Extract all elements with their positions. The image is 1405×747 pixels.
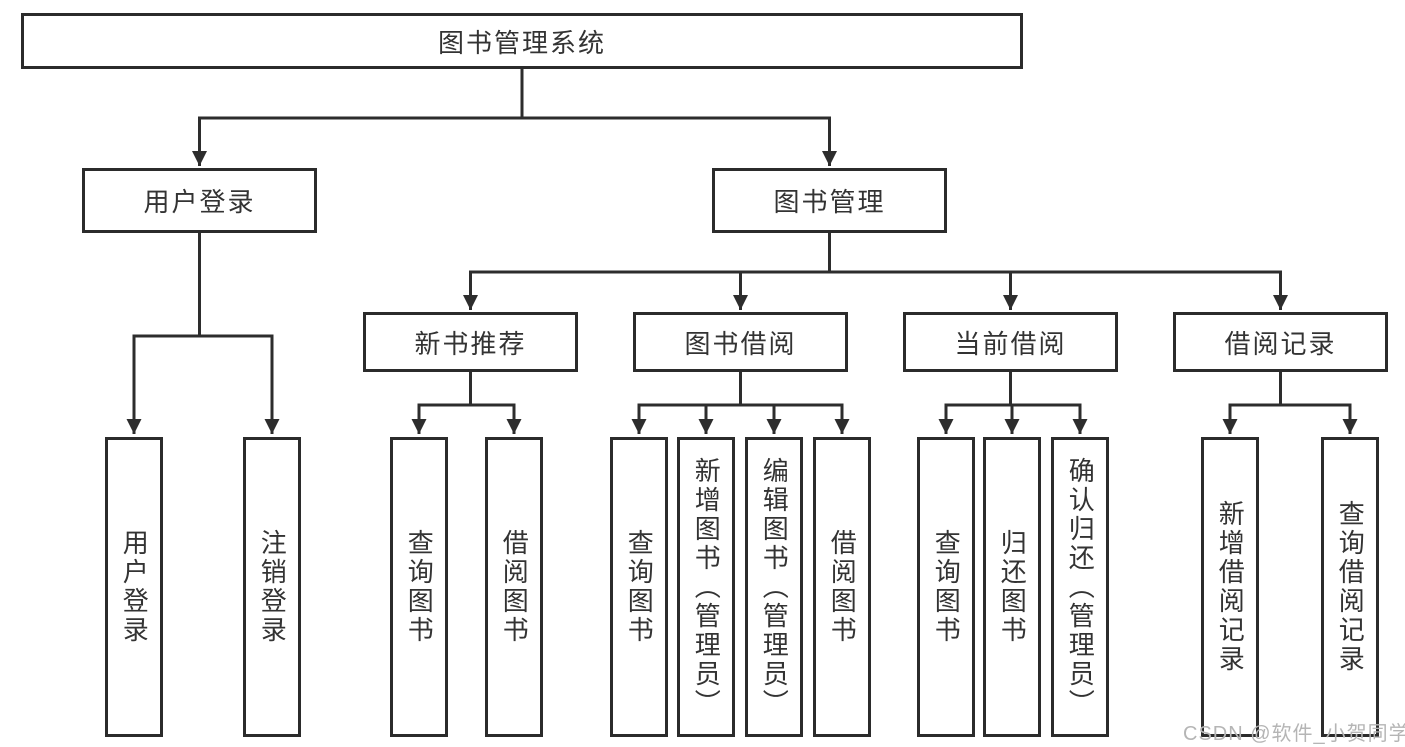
- node-leaf-query-books-2: 查询图书: [610, 437, 668, 737]
- node-label: 查询图书: [931, 529, 962, 645]
- node-label: 图书借阅: [684, 328, 797, 359]
- node-label: 新增借阅记录: [1215, 500, 1246, 674]
- node-label: 编辑图书（管理员）: [759, 456, 790, 718]
- node-label: 查询借阅记录: [1335, 500, 1366, 674]
- node-leaf-add-borrow-record: 新增借阅记录: [1201, 437, 1259, 737]
- node-label: 借阅图书: [499, 529, 530, 645]
- node-leaf-query-books-1: 查询图书: [390, 437, 448, 737]
- node-user-login: 用户登录: [82, 168, 317, 233]
- node-leaf-confirm-return-admin: 确认归还（管理员）: [1051, 437, 1109, 737]
- node-label: 归还图书: [997, 529, 1028, 645]
- node-leaf-query-borrow-record: 查询借阅记录: [1321, 437, 1379, 737]
- node-book-management: 图书管理: [712, 168, 947, 233]
- node-label: 图书管理系统: [437, 27, 606, 58]
- node-current-borrowing: 当前借阅: [903, 312, 1118, 372]
- node-leaf-query-books-3: 查询图书: [917, 437, 975, 737]
- node-label: 查询图书: [404, 529, 435, 645]
- node-label: 确认归还（管理员）: [1065, 456, 1096, 718]
- node-label: 借阅图书: [827, 529, 858, 645]
- node-label: 新书推荐: [414, 328, 527, 359]
- node-label: 用户登录: [119, 529, 150, 645]
- csdn-watermark: CSDN @软件_小贺同学: [1183, 723, 1405, 745]
- node-label: 新增图书（管理员）: [691, 456, 722, 718]
- node-book-borrowing: 图书借阅: [633, 312, 848, 372]
- node-label: 图书管理: [773, 187, 886, 217]
- node-leaf-logout: 注销登录: [243, 437, 301, 737]
- node-label: 当前借阅: [954, 328, 1067, 359]
- node-label: 借阅记录: [1224, 328, 1337, 359]
- node-leaf-user-login: 用户登录: [105, 437, 163, 737]
- node-leaf-edit-books-admin: 编辑图书（管理员）: [745, 437, 803, 737]
- node-label: 注销登录: [257, 529, 288, 645]
- node-label: 查询图书: [624, 529, 655, 645]
- node-borrowing-records: 借阅记录: [1173, 312, 1388, 372]
- node-new-book-recommend: 新书推荐: [363, 312, 578, 372]
- node-root-system: 图书管理系统: [21, 13, 1023, 69]
- node-label: 用户登录: [143, 187, 256, 217]
- node-leaf-borrow-books-1: 借阅图书: [485, 437, 543, 737]
- node-leaf-return-books: 归还图书: [983, 437, 1041, 737]
- node-leaf-add-books-admin: 新增图书（管理员）: [677, 437, 735, 737]
- node-leaf-borrow-books-2: 借阅图书: [813, 437, 871, 737]
